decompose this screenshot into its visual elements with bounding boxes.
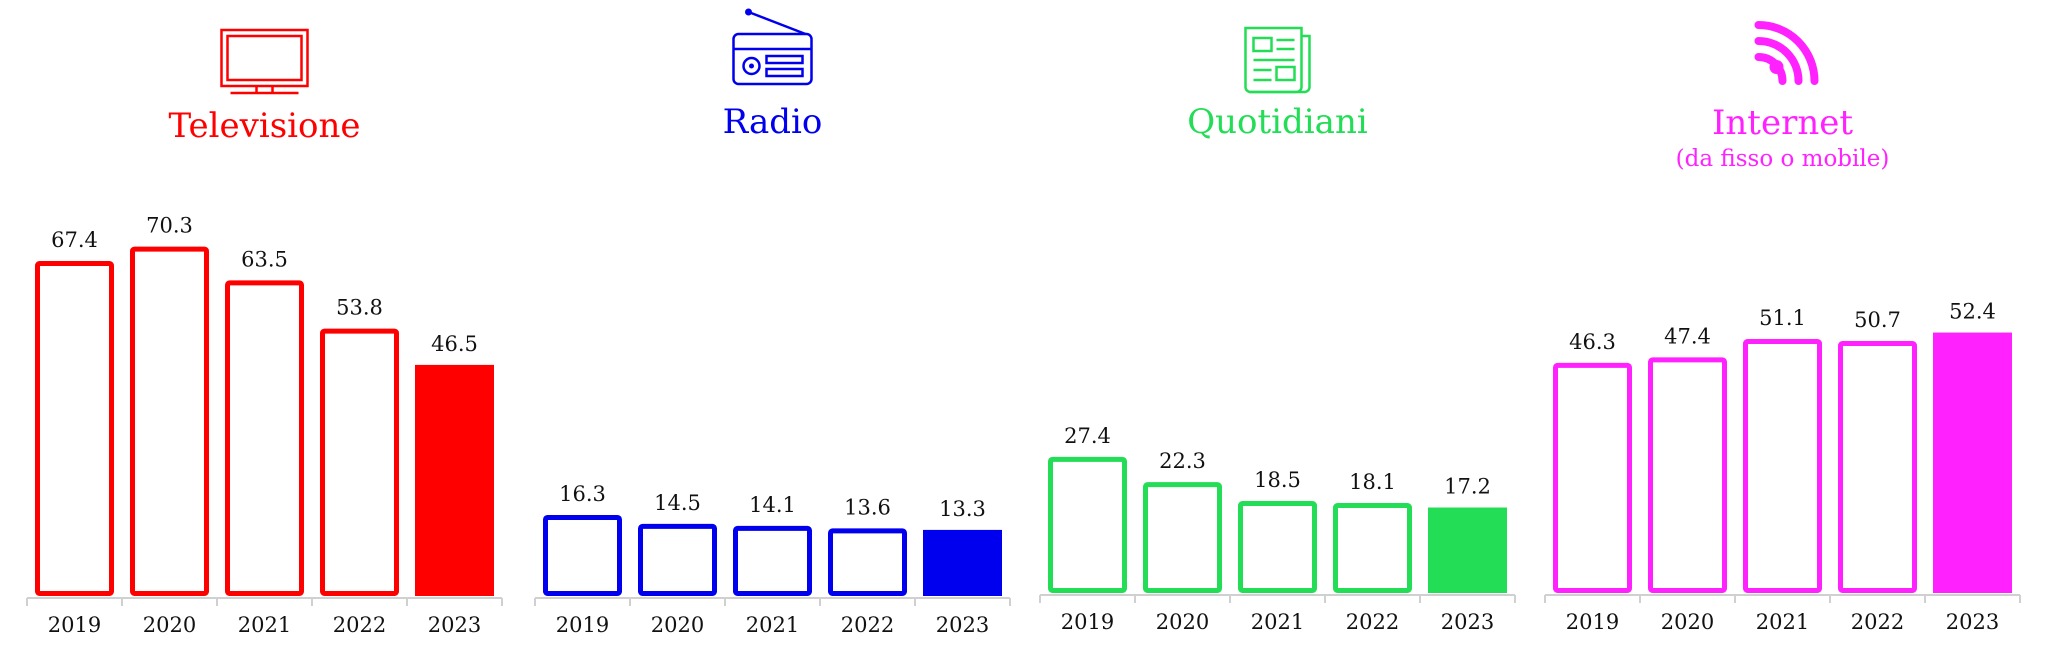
bar-2022 xyxy=(320,328,399,596)
x-tick-label: 2019 xyxy=(556,613,609,637)
data-label: 51.1 xyxy=(1759,306,1806,330)
x-tick-label: 2019 xyxy=(1061,610,1114,634)
data-label: 17.2 xyxy=(1444,475,1491,499)
data-label: 18.1 xyxy=(1349,470,1396,494)
panel-subtitle: (da fisso o mobile) xyxy=(1676,146,1890,172)
bar-2019 xyxy=(543,514,622,597)
panel-title: Radio xyxy=(723,102,823,142)
x-tick-label: 2020 xyxy=(1156,610,1209,634)
data-label: 70.3 xyxy=(146,214,193,238)
data-label: 50.7 xyxy=(1854,308,1901,332)
wifi-icon xyxy=(1754,21,1819,85)
bar-2020 xyxy=(638,523,717,596)
bar-2022 xyxy=(828,528,907,597)
x-tick-label: 2023 xyxy=(936,613,989,637)
data-label: 13.3 xyxy=(939,497,986,521)
x-tick-label: 2021 xyxy=(746,613,799,637)
panel-quotidiani: Quotidiani 27.4 2019 22.3 2020 18.5 2021 18.1 20… xyxy=(1039,26,1516,634)
bar-2023 xyxy=(1933,332,2012,593)
x-tick-label: 2022 xyxy=(841,613,894,637)
bar-2021 xyxy=(1743,339,1822,593)
data-label: 46.3 xyxy=(1569,330,1616,354)
bar-2021 xyxy=(733,525,812,596)
x-tick-label: 2021 xyxy=(238,613,291,637)
newspaper-icon xyxy=(1244,26,1311,94)
bar-2020 xyxy=(1648,357,1727,593)
x-tick-label: 2021 xyxy=(1756,610,1809,634)
x-tick-label: 2021 xyxy=(1251,610,1304,634)
data-label: 14.5 xyxy=(654,491,701,515)
bar-2022 xyxy=(1333,503,1412,593)
data-label: 16.3 xyxy=(559,482,606,506)
bar-2023 xyxy=(415,364,494,596)
panel-title: Internet xyxy=(1712,103,1853,143)
x-tick-label: 2020 xyxy=(143,613,196,637)
data-label: 13.6 xyxy=(844,495,891,519)
x-tick-label: 2020 xyxy=(651,613,704,637)
bar-2019 xyxy=(1553,362,1632,593)
bar-2022 xyxy=(1838,341,1917,593)
data-label: 47.4 xyxy=(1664,324,1711,348)
data-label: 63.5 xyxy=(241,247,288,271)
data-label: 14.1 xyxy=(749,493,796,517)
bar-2021 xyxy=(1238,501,1317,593)
data-label: 53.8 xyxy=(336,296,383,320)
bar-2019 xyxy=(1048,456,1127,593)
bar-2021 xyxy=(225,280,304,596)
x-tick-label: 2019 xyxy=(48,613,101,637)
bar-2020 xyxy=(130,246,209,596)
x-tick-label: 2019 xyxy=(1566,610,1619,634)
x-tick-label: 2023 xyxy=(428,613,481,637)
panel-title: Quotidiani xyxy=(1187,102,1368,142)
bar-2023 xyxy=(923,529,1002,596)
x-tick-label: 2022 xyxy=(1346,610,1399,634)
x-tick-label: 2023 xyxy=(1946,610,1999,634)
x-tick-label: 2020 xyxy=(1661,610,1714,634)
x-tick-label: 2022 xyxy=(1851,610,1904,634)
panel-televisione: Televisione 67.4 2019 70.3 2020 63.5 2021 53.8 2… xyxy=(26,28,503,637)
data-label: 67.4 xyxy=(51,228,98,252)
panel-title: Televisione xyxy=(168,106,360,146)
data-label: 27.4 xyxy=(1064,424,1111,448)
data-label: 18.5 xyxy=(1254,468,1301,492)
data-label: 46.5 xyxy=(431,332,478,356)
tv-icon xyxy=(220,28,309,95)
data-label: 52.4 xyxy=(1949,300,1996,324)
panel-radio: Radio 16.3 2019 14.5 2020 14.1 2021 13.6 2022 13.… xyxy=(534,8,1011,637)
panel-internet: Internet (da fisso o mobile) 46.3 2019 47.4 2… xyxy=(1544,21,2021,634)
bar-2023 xyxy=(1428,507,1507,593)
bar-2019 xyxy=(35,261,114,596)
x-tick-label: 2023 xyxy=(1441,610,1494,634)
data-label: 22.3 xyxy=(1159,449,1206,473)
x-tick-label: 2022 xyxy=(333,613,386,637)
bar-2020 xyxy=(1143,482,1222,594)
radio-icon xyxy=(732,8,813,86)
